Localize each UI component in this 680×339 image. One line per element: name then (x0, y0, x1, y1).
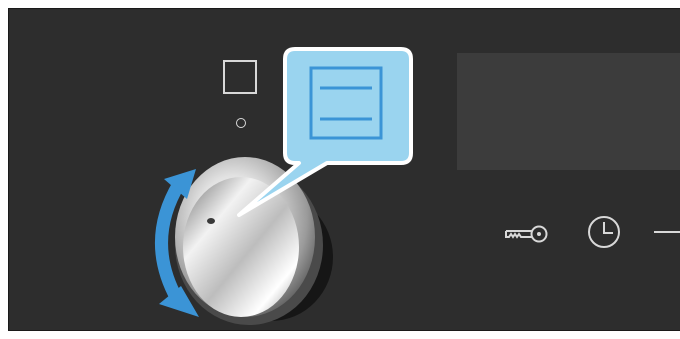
knob-top (183, 177, 299, 317)
dash-indicator (654, 231, 680, 233)
clock-icon (586, 214, 622, 250)
knob-graphics (9, 9, 680, 331)
knob-indicator-dot (207, 218, 215, 224)
selected-mode-callout (239, 49, 411, 215)
oven-control-panel (8, 8, 680, 331)
key-lock-icon (504, 221, 550, 247)
